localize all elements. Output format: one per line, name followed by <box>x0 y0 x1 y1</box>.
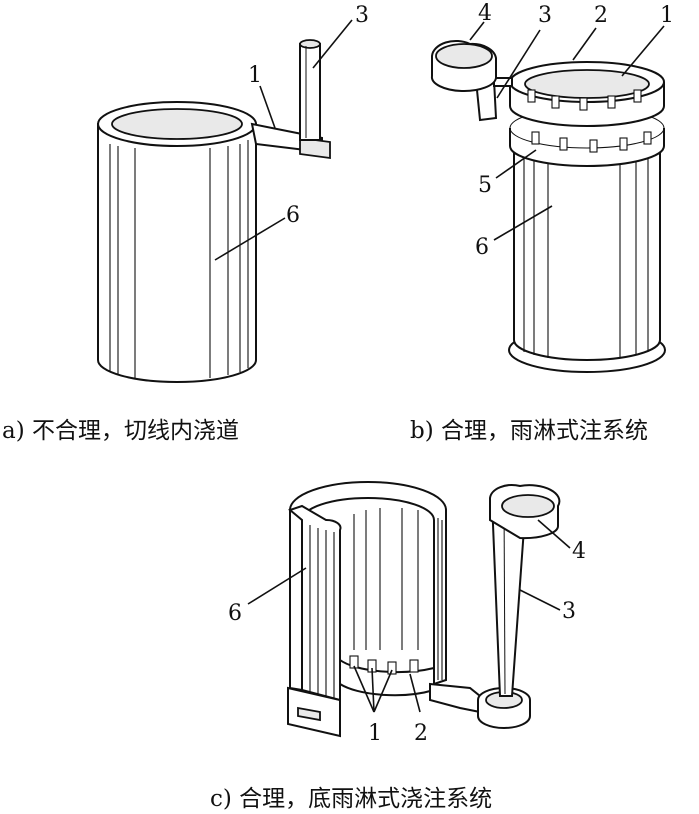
figure-c-label-1: 1 <box>368 721 382 746</box>
figure-a-sprue-top <box>299 39 321 49</box>
figure-c-label-4: 4 <box>572 539 586 564</box>
figure-c-label-2: 2 <box>414 721 428 746</box>
figure-b-label-2: 2 <box>594 3 608 28</box>
figure-b-label-1: 1 <box>660 3 674 28</box>
figure-c-runner <box>429 682 481 714</box>
figure-b-cylinder-body <box>513 139 661 361</box>
figure-c-rain-gates <box>349 655 419 675</box>
caption-c: c) 合理，底雨淋式浇注系统 <box>210 786 492 812</box>
figure-c-half-cylinder <box>289 481 447 692</box>
figure-c-wall-shading <box>309 508 443 698</box>
figure-b-label-6: 6 <box>475 235 489 260</box>
caption-b: b) 合理，雨淋式注系统 <box>410 418 648 444</box>
figure-a-cylinder-body <box>97 123 257 383</box>
figure-b: 4 3 2 1 5 6 <box>430 1 674 373</box>
figure-a-label-6: 6 <box>286 203 300 228</box>
figure-a-label-3: 3 <box>355 3 369 28</box>
figure-c-label-3: 3 <box>562 599 576 624</box>
figure-b-label-3: 3 <box>538 3 552 28</box>
figure-c-front-wall <box>287 504 342 702</box>
figure-a: 3 1 6 <box>97 3 369 383</box>
figure-c: 6 1 2 3 4 <box>228 481 586 746</box>
figure-c-label-6: 6 <box>228 601 242 626</box>
figure-a-cylinder-shading <box>109 140 249 378</box>
figure-a-sprue <box>299 43 321 141</box>
figure-b-label-4: 4 <box>478 1 492 26</box>
figure-a-cylinder-bore <box>111 108 243 140</box>
figure-b-label-5: 5 <box>478 173 492 198</box>
figure-b-bore <box>524 69 650 99</box>
figure-a-label-1: 1 <box>248 63 262 88</box>
figure-b-cylinder-shading <box>523 150 649 358</box>
figure-b-rain-gates <box>527 89 652 153</box>
caption-a: a) 不合理，切线内浇道 <box>2 418 239 444</box>
